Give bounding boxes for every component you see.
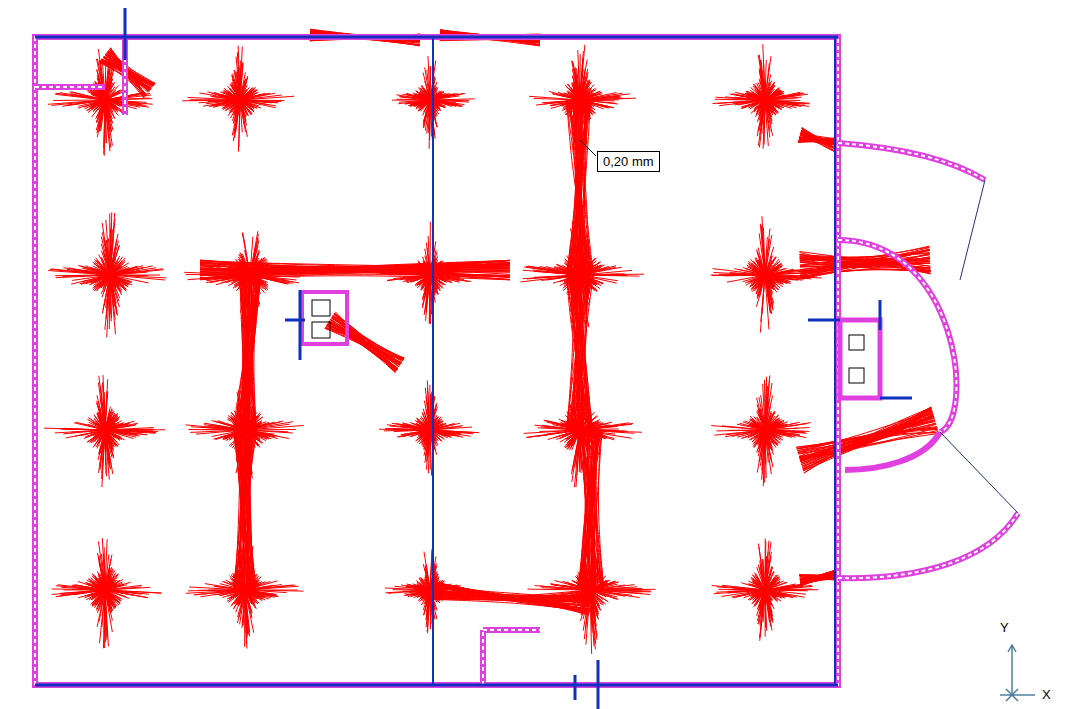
crack-pattern (44, 29, 939, 654)
crack-ray (110, 228, 111, 275)
